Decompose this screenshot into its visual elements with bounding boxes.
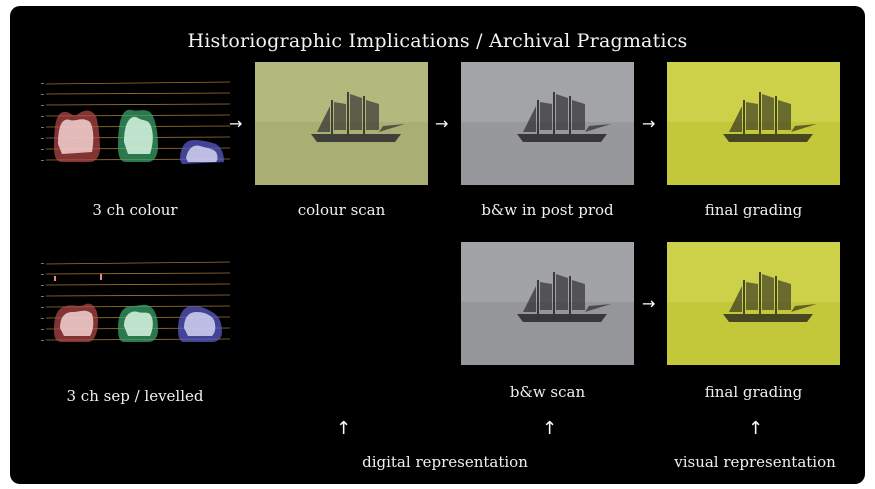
arrow-up-icon: ↑ <box>336 418 352 439</box>
slide: Historiographic Implications / Archival … <box>10 6 865 484</box>
arrow-right-icon: → <box>229 114 243 133</box>
waveform-scope-3ch-sep <box>40 258 230 354</box>
frame-final-grading-2 <box>667 242 840 365</box>
frame-colour-scan <box>255 62 428 185</box>
frame-bw-scan <box>461 242 634 365</box>
arrow-up-icon: ↑ <box>748 418 764 439</box>
label-bw-scan: b&w scan <box>509 383 586 401</box>
label-digital-representation: digital representation <box>362 453 528 471</box>
frame-bw-post-prod <box>461 62 634 185</box>
label-colour-scan: colour scan <box>297 201 386 219</box>
label-visual-representation: visual representation <box>674 453 836 471</box>
label-3ch-sep-levelled: 3 ch sep / levelled <box>66 387 204 405</box>
waveform-scope-3ch-colour <box>40 78 230 174</box>
slide-title: Historiographic Implications / Archival … <box>187 30 688 52</box>
arrow-right-icon: → <box>642 294 656 313</box>
label-final-grading-2: final grading <box>704 383 803 401</box>
arrow-right-icon: → <box>435 114 449 133</box>
frame-final-grading-1 <box>667 62 840 185</box>
arrow-right-icon: → <box>642 114 656 133</box>
label-bw-post-prod: b&w in post prod <box>481 201 614 219</box>
arrow-up-icon: ↑ <box>542 418 558 439</box>
label-3ch-colour: 3 ch colour <box>92 201 178 219</box>
label-final-grading-1: final grading <box>704 201 803 219</box>
